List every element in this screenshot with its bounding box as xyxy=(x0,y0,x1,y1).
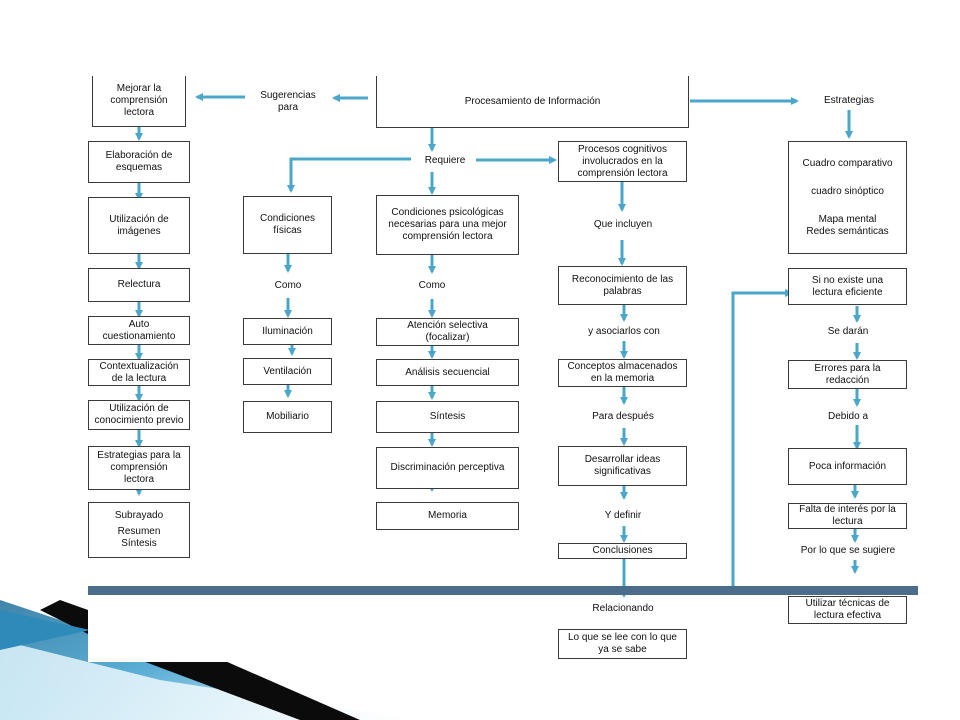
label-sugerencias: Sugerencias para xyxy=(260,90,316,113)
box-conocimiento-previo: Utilización de conocimiento previo xyxy=(88,400,190,430)
item-resumen: Resumen xyxy=(117,526,161,537)
box-mejorar-comprension: Mejorar la comprensión lectora xyxy=(92,76,186,127)
box-discriminacion-perceptiva: Discriminación perceptiva xyxy=(376,447,519,489)
label-estrategias: Estrategias xyxy=(823,95,875,106)
label-que-incluyen: Que incluyen xyxy=(593,219,653,230)
box-relectura: Relectura xyxy=(88,268,190,302)
box-conceptos-almacenados: Conceptos almacenados en la memoria xyxy=(558,359,687,387)
main-box-procesamiento: Procesamiento de Información xyxy=(376,76,689,128)
box-falta-interes: Falta de interés por la lectura xyxy=(788,503,907,529)
item-mapa-redes: Mapa mental Redes semánticas xyxy=(806,213,889,237)
item-subrayado: Subrayado xyxy=(114,510,164,521)
box-condiciones-psicologicas: Condiciones psicológicas necesarias para… xyxy=(376,195,519,255)
box-utilizacion-imagenes: Utilización de imágenes xyxy=(88,197,190,254)
box-ventilacion: Ventilación xyxy=(243,358,332,385)
label-y-definir: Y definir xyxy=(604,510,642,521)
label-relacionando: Relacionando xyxy=(592,603,654,614)
box-no-lectura-eficiente: Si no existe una lectura eficiente xyxy=(788,268,907,305)
box-elaboracion-esquemas: Elaboración de esquemas xyxy=(88,141,190,183)
box-auto-cuestionamiento: Auto cuestionamiento xyxy=(88,316,190,345)
item-cuadro-comparativo: Cuadro comparativo xyxy=(802,157,893,169)
label-como-psicologicas: Como xyxy=(418,280,446,291)
label-para-despues: Para después xyxy=(592,411,654,422)
box-tecnicas-lectura: Utilizar técnicas de lectura efectiva xyxy=(788,596,907,624)
label-se-daran: Se darán xyxy=(827,326,869,337)
label-debido-a: Debido a xyxy=(827,411,869,422)
box-atencion-selectiva: Atención selectiva (focalizar) xyxy=(376,318,519,346)
box-contextualizacion: Contextualización de la lectura xyxy=(88,359,190,386)
box-lo-que-se-lee: Lo que se lee con lo que ya se sabe xyxy=(558,629,687,659)
label-asociarlos: y asociarlos con xyxy=(588,326,660,337)
label-requiere: Requiere xyxy=(424,155,466,166)
box-estrategias-comprension: Estrategias para la comprensión lectora xyxy=(88,446,190,490)
item-sintesis: Síntesis xyxy=(121,538,157,549)
box-reconocimiento-palabras: Reconocimiento de las palabras xyxy=(558,266,687,305)
box-subrayado-resumen-sintesis: Subrayado Resumen Síntesis xyxy=(88,502,190,558)
box-condiciones-fisicas: Condiciones físicas xyxy=(243,196,332,254)
label-como-fisicas: Como xyxy=(274,280,302,291)
box-poca-informacion: Poca información xyxy=(788,448,907,485)
box-desarrollar-ideas: Desarrollar ideas significativas xyxy=(558,446,687,486)
box-iluminacion: Iluminación xyxy=(243,318,332,345)
box-mobiliario: Mobiliario xyxy=(243,401,332,433)
box-analisis-secuencial: Análisis secuencial xyxy=(376,359,519,386)
box-errores-redaccion: Errores para la redacción xyxy=(788,360,907,389)
box-memoria: Memoria xyxy=(376,502,519,530)
label-por-lo-que: Por lo que se sugiere xyxy=(800,545,896,556)
item-cuadro-sinoptico: cuadro sinóptico xyxy=(811,185,884,197)
box-conclusiones: Conclusiones xyxy=(558,543,687,559)
box-estrategias-lista: Cuadro comparativo cuadro sinóptico Mapa… xyxy=(788,141,907,254)
box-procesos-cognitivos: Procesos cognitivos involucrados en la c… xyxy=(558,141,687,182)
box-sintesis: Síntesis xyxy=(376,401,519,433)
